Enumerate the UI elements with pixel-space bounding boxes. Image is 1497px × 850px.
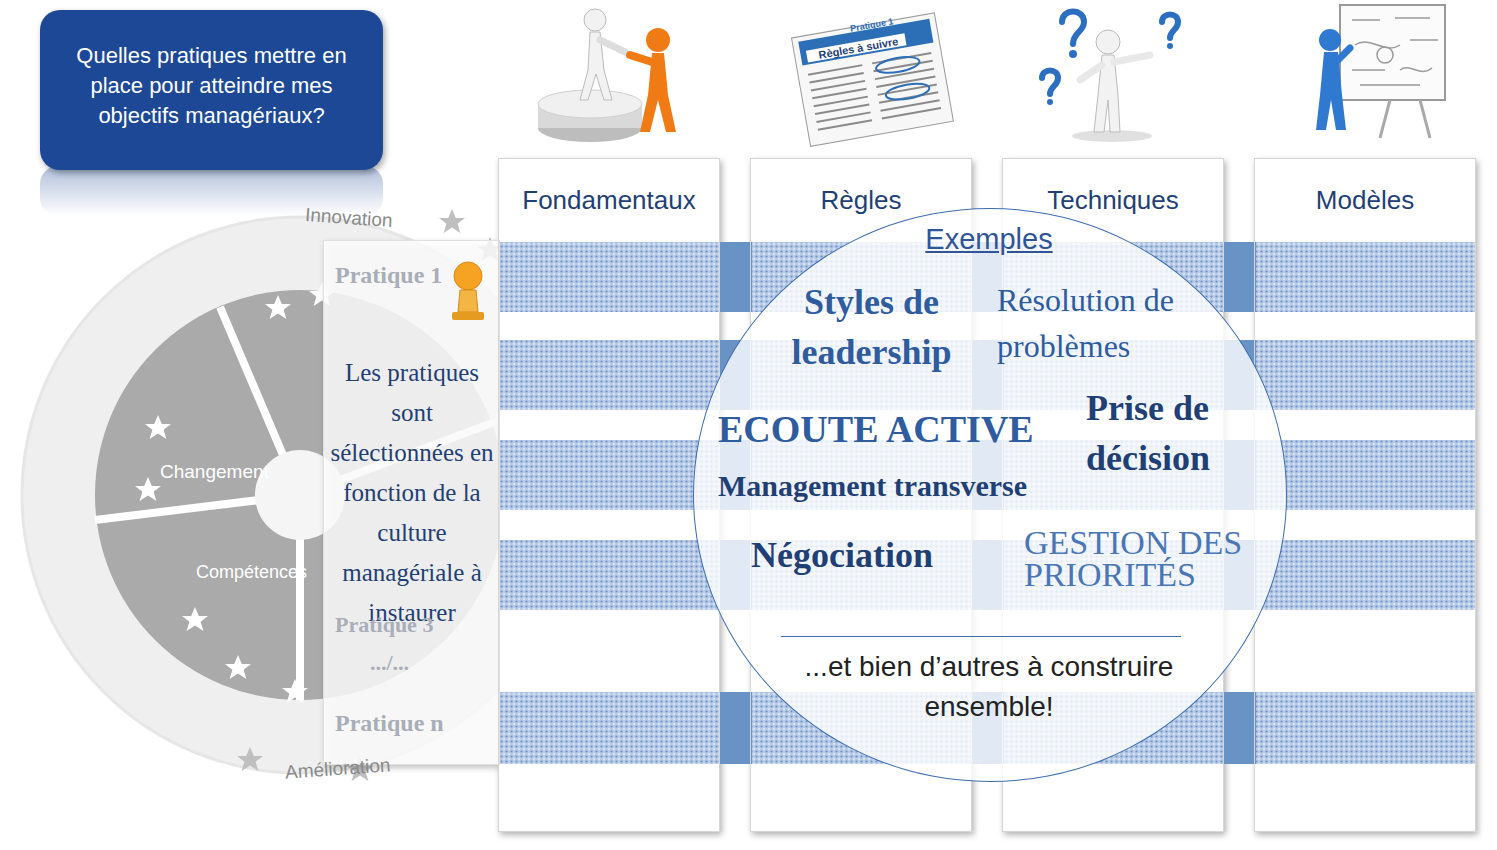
row-label: .../... (370, 650, 409, 676)
column-box: Modèles (1254, 158, 1476, 832)
column-grounds (323, 158, 1476, 832)
node-text: Quelles pratiques mettre en place pour a… (40, 10, 383, 162)
row-label: Pratique n (335, 710, 444, 737)
column-box: Fondamentaux (498, 158, 720, 832)
award-icon (452, 262, 484, 320)
wheel-label: Innovation (304, 204, 393, 232)
question-box: Quelles pratiques mettre en place pour a… (40, 10, 383, 170)
examples-circle: ExemplesStyles de leadershipRésolution d… (693, 208, 1287, 782)
row-label: Pratique 1 (335, 262, 442, 289)
node-text: Management transverse (718, 469, 1108, 503)
node-text: Exemples (889, 223, 1089, 256)
node-text: Résolution de problèmes (997, 277, 1207, 369)
node-text: ...et bien d’autres à construire ensembl… (799, 647, 1179, 727)
node-text: GESTION DES PRIORITÉS (1024, 527, 1274, 591)
node-text: Négociation (751, 534, 981, 576)
wheel-label: Amélioration (284, 754, 391, 783)
row-label: Pratique 3 (335, 612, 433, 638)
node-text: Styles de leadership (764, 277, 979, 377)
wheel-label: Changement (160, 461, 269, 483)
newspaper-text: Pratique 1 (849, 16, 894, 33)
node-text: Les pratiques sont sélectionnées en fonc… (326, 353, 498, 633)
handshake-icon (538, 9, 676, 142)
question-figure-icon (1042, 12, 1178, 143)
separator-line (781, 636, 1181, 637)
wheel-label: Compétences (196, 562, 307, 583)
wheel (22, 209, 578, 781)
newspaper-icon (792, 13, 954, 147)
node-text: ECOUTE ACTIVE (718, 407, 1068, 451)
node-text: Modèles (1255, 159, 1475, 241)
whiteboard-icon (1316, 5, 1445, 138)
newspaper-headline: Règles à suivre (818, 35, 900, 61)
node-text: Fondamentaux (499, 159, 719, 241)
panel-box: Les pratiques sont sélectionnées en fonc… (323, 240, 500, 765)
node-text: Prise de décision (1086, 383, 1251, 483)
